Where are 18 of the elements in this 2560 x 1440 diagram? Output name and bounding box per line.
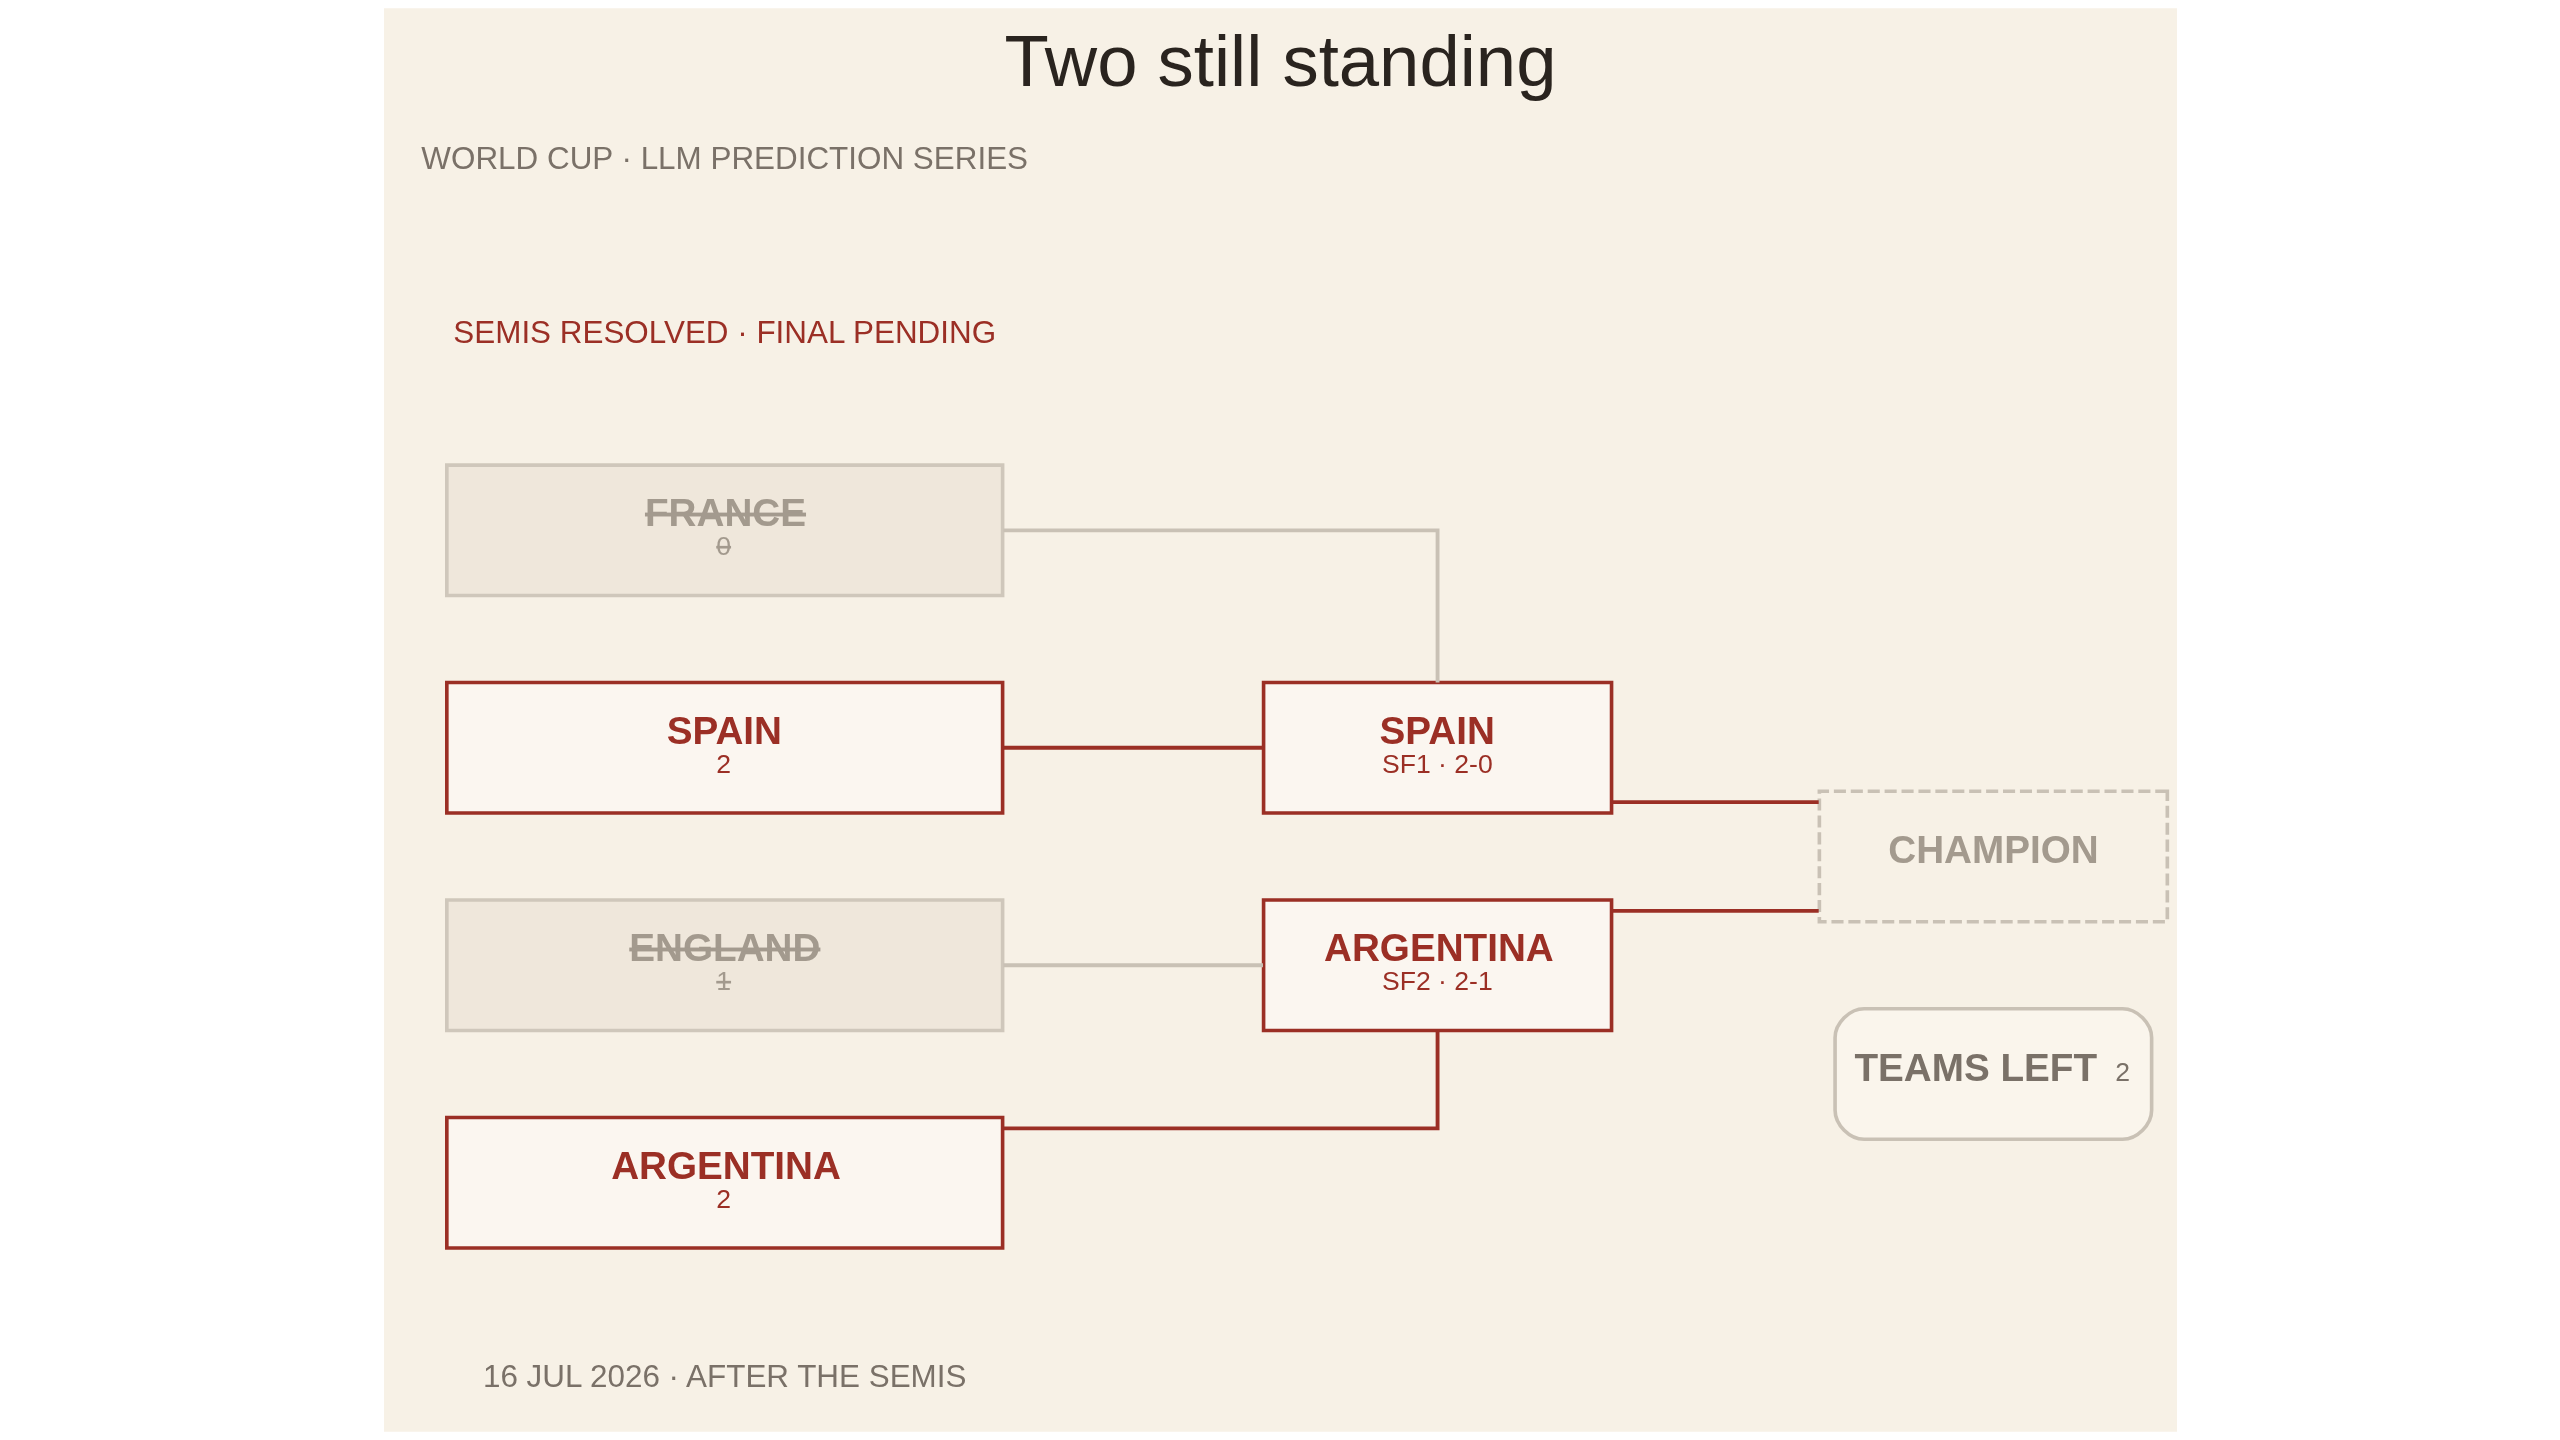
node-box: ARGENTINA 2 xyxy=(444,1115,1004,1250)
node-box: CHAMPION xyxy=(1817,789,2169,924)
connector xyxy=(1611,800,1819,805)
connector xyxy=(1002,745,1263,750)
node-box: FRANCE 0 xyxy=(444,463,1004,598)
connector xyxy=(1002,528,1439,683)
node-box: SPAIN SF1 · 2-0 xyxy=(1261,680,1613,815)
connector xyxy=(1002,963,1263,968)
node-box: TEAMS LEFT 2 xyxy=(1832,1006,2153,1142)
node-box: ENGLAND 1 xyxy=(444,898,1004,1033)
label: SEMIS RESOLVED · FINAL PENDING xyxy=(452,314,996,350)
diagram-title: Two still standing xyxy=(1004,19,1556,101)
node-box: SPAIN 2 xyxy=(444,680,1004,815)
connector xyxy=(1611,908,1819,913)
connector xyxy=(1002,1030,1439,1131)
node-box: ARGENTINA SF2 · 2-1 xyxy=(1261,898,1613,1033)
label: WORLD CUP · LLM PREDICTION SERIES xyxy=(420,140,1028,176)
label: 16 JUL 2026 · AFTER THE SEMIS xyxy=(482,1358,966,1394)
